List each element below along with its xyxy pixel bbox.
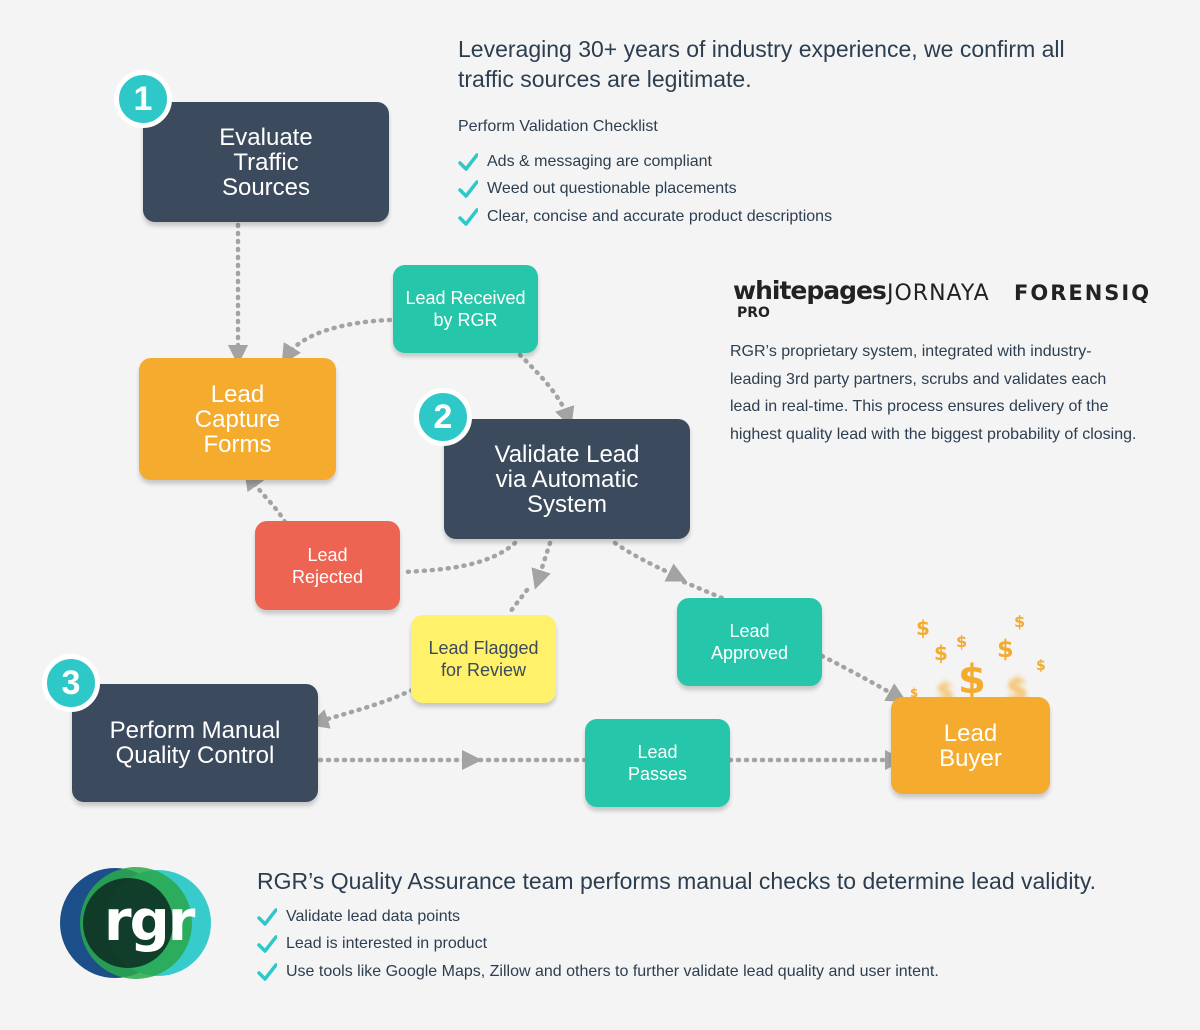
validation-checklist: Ads & messaging are compliant Weed out q…: [458, 148, 832, 231]
svg-text:$: $: [934, 641, 948, 665]
lead-flagged: Lead Flagged for Review: [411, 615, 556, 703]
dollar-sign-icon: $ $ $ $ $ $ $ $ $ $: [910, 612, 1046, 705]
step-label: Validate Lead via Automatic System: [494, 440, 640, 518]
checklist-item: Use tools like Google Maps, Zillow and o…: [257, 958, 939, 986]
rgr-logo: [60, 867, 211, 979]
footer-headline: RGR’s Quality Assurance team performs ma…: [257, 868, 1097, 894]
node-label: Lead Rejected: [291, 544, 364, 587]
check-mark-icon: [458, 208, 478, 226]
node-label: Lead Capture Forms: [194, 380, 281, 458]
arrow-approved-to-buyer: [819, 653, 907, 702]
checklist-item-label: Ads & messaging are compliant: [487, 152, 712, 170]
check-mark-icon: [257, 935, 277, 953]
forensiq-logo: FORENSIQ: [1014, 281, 1152, 305]
partners-description: RGR’s proprietary system, integrated wit…: [730, 343, 1137, 443]
checklist-item: Clear, concise and accurate product desc…: [458, 203, 832, 231]
checklist-item: Ads & messaging are compliant: [458, 148, 832, 176]
rgr-logo-text: rgr: [104, 889, 195, 954]
lead-approved: Lead Approved: [677, 598, 822, 686]
svg-text:$: $: [1036, 658, 1046, 674]
arrow-flagged-branch: [507, 587, 530, 615]
svg-text:$: $: [997, 635, 1014, 663]
check-mark-icon: [458, 153, 478, 171]
svg-text:$: $: [1006, 670, 1028, 705]
whitepages-pro-label: PRO: [737, 305, 770, 321]
lead-rejected: Lead Rejected: [255, 521, 400, 610]
node-label: Lead Approved: [710, 621, 789, 663]
step-evaluate-traffic-sources: Evaluate Traffic Sources: [143, 102, 389, 222]
checklist-item-label: Clear, concise and accurate product desc…: [487, 207, 833, 225]
whitepages-logo: whitepages: [733, 276, 887, 305]
check-mark-icon: [458, 180, 478, 198]
lead-received: Lead Received by RGR: [393, 265, 538, 353]
lead-passes: Lead Passes: [585, 719, 730, 807]
arrow-approved-branch: [681, 579, 725, 601]
check-mark-icon: [257, 908, 277, 926]
step-3-badge: 3: [42, 654, 100, 712]
node-label: Lead Buyer: [939, 719, 1002, 772]
arrow-flagged-to-manual: [308, 687, 415, 729]
lead-buyer: Lead Buyer: [891, 697, 1050, 794]
checklist-item-label: Weed out questionable placements: [487, 180, 737, 198]
header-headline: Leveraging 30+ years of industry experie…: [458, 36, 1065, 92]
checklist-item: Validate lead data points: [257, 903, 939, 931]
check-mark-icon: [257, 963, 277, 981]
arrow-validate-to-rejected: [399, 540, 518, 575]
checklist-item-label: Lead is interested in product: [286, 935, 488, 953]
arrow-validate-to-approved: [612, 540, 688, 582]
step-label: Perform Manual Quality Control: [109, 717, 281, 769]
step-manual-quality-control: Perform Manual Quality Control: [72, 684, 318, 802]
step-validate-lead: Validate Lead via Automatic System: [444, 419, 690, 539]
arrow-rejected-to-capture: [244, 469, 288, 525]
checklist-item-label: Validate lead data points: [286, 907, 461, 925]
svg-text:$: $: [916, 616, 930, 640]
jornaya-logo: JORNAYA: [887, 281, 990, 306]
svg-text:$: $: [956, 632, 967, 651]
node-label: Lead Flagged for Review: [428, 638, 539, 680]
checklist-item: Weed out questionable placements: [458, 176, 832, 204]
arrow-received-to-validate: [517, 352, 575, 428]
svg-text:$: $: [910, 686, 918, 700]
arrow-received-to-capture: [281, 317, 393, 365]
svg-text:$: $: [1014, 612, 1025, 631]
qa-checklist: Validate lead data points Lead is intere…: [257, 903, 939, 986]
step-2-badge: 2: [414, 388, 472, 446]
step-1-badge: 1: [114, 70, 172, 128]
checklist-item: Lead is interested in product: [257, 931, 939, 959]
lead-capture-forms: Lead Capture Forms: [139, 358, 336, 480]
arrow-validate-to-flagged: [531, 540, 553, 590]
node-label: Lead Received by RGR: [405, 288, 526, 330]
checklist-item-label: Use tools like Google Maps, Zillow and o…: [286, 962, 939, 980]
node-label: Lead Passes: [627, 742, 688, 784]
checklist-title: Perform Validation Checklist: [458, 118, 658, 135]
step-label: Evaluate Traffic Sources: [219, 123, 313, 201]
svg-text:$: $: [958, 657, 986, 703]
